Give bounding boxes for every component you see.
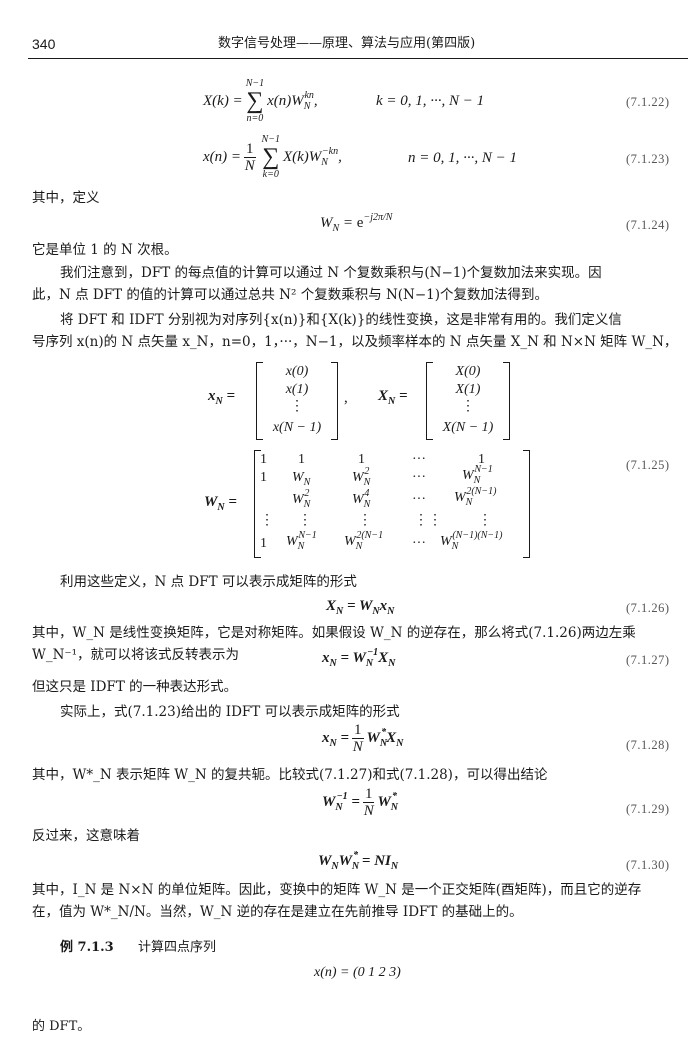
equation-number: (7.1.25) [626, 458, 670, 472]
paragraph: 它是单位 1 的 N 次根。 [32, 242, 178, 258]
paragraph: 其中，W*_N 表示矩阵 W_N 的复共轭。比较式(7.1.27)和式(7.1.… [32, 767, 548, 783]
equation-number: (7.1.23) [626, 152, 670, 166]
page-number: 340 [32, 36, 56, 52]
paragraph: 此，N 点 DFT 的值的计算可以通过总共 N² 个复数乘积与 N(N−1)个复… [32, 287, 549, 303]
paragraph: 在，值为 W*_N/N。当然，W_N 逆的存在是建立在先前推导 IDFT 的基础… [32, 904, 523, 920]
equation-7-1-24: WN = e−j2π/N [320, 212, 393, 234]
equation-number: (7.1.26) [626, 601, 670, 615]
matrix-W-label: WN = [204, 494, 237, 513]
paragraph: 其中，W_N 是线性变换矩阵，它是对称矩阵。如果假设 W_N 的逆存在，那么将式… [32, 625, 636, 641]
paragraph: 将 DFT 和 IDFT 分别视为对序列{x(n)}和{X(k)}的线性变换，这… [60, 312, 622, 328]
example-end: 的 DFT。 [32, 1019, 91, 1034]
vector-x: x(0) x(1) ⋮ x(N − 1) [256, 362, 338, 440]
equation-condition: n = 0, 1, ···, N − 1 [408, 150, 517, 166]
paragraph: 其中，定义 [32, 190, 100, 206]
equation-number: (7.1.29) [626, 802, 670, 816]
example-label: 例 7.1.3 [60, 940, 114, 955]
equation-condition: k = 0, 1, ···, N − 1 [376, 93, 485, 109]
paragraph: 号序列 x(n)的 N 点矢量 x_N，n=0，1，···，N−1，以及频率样本… [32, 334, 678, 350]
equation-7-1-30: WNWN* = NIN [318, 850, 399, 872]
equation-number: (7.1.27) [626, 653, 670, 667]
paragraph: 其中，I_N 是 N×N 的单位矩阵。因此，变换中的矩阵 W_N 是一个正交矩阵… [32, 882, 642, 898]
vector-X-label: XN = [378, 388, 408, 407]
vector-X: X(0) X(1) ⋮ X(N − 1) [426, 362, 510, 440]
running-title: 数字信号处理——原理、算法与应用(第四版) [218, 36, 476, 51]
paragraph: 我们注意到，DFT 的每点值的计算可以通过 N 个复数乘积与(N−1)个复数加法… [60, 265, 602, 281]
equation-number: (7.1.28) [626, 738, 670, 752]
equation-number: (7.1.30) [626, 858, 670, 872]
equation-7-1-26: XN = WNxN [326, 598, 395, 617]
vector-x-label: xN = [208, 388, 236, 407]
paragraph: 利用这些定义，N 点 DFT 可以表示成矩阵的形式 [60, 574, 357, 590]
example-text: 计算四点序列 [138, 940, 217, 955]
equation-number: (7.1.22) [626, 95, 670, 109]
matrix-W: 1 1 1 ··· 1 1 WN WN2 ··· WNN−1 WN2 WN4 ·… [254, 450, 530, 558]
equation-number: (7.1.24) [626, 218, 670, 232]
equation-7-1-27: xN = WN−1XN [322, 647, 396, 669]
equation-7-1-22: X(k) = N−1∑n=0 x(n)WNkn, [203, 78, 318, 124]
paragraph: 反过来，这意味着 [32, 828, 140, 844]
paragraph: 但这只是 IDFT 的一种表达形式。 [32, 679, 238, 695]
paragraph: W_N⁻¹，就可以将该式反转表示为 [32, 647, 239, 663]
example-sequence: x(n) = (0 1 2 3) [314, 965, 401, 980]
paragraph: 实际上，式(7.1.23)给出的 IDFT 可以表示成矩阵的形式 [60, 704, 400, 720]
comma: , [344, 390, 348, 406]
header-rule [28, 58, 688, 59]
